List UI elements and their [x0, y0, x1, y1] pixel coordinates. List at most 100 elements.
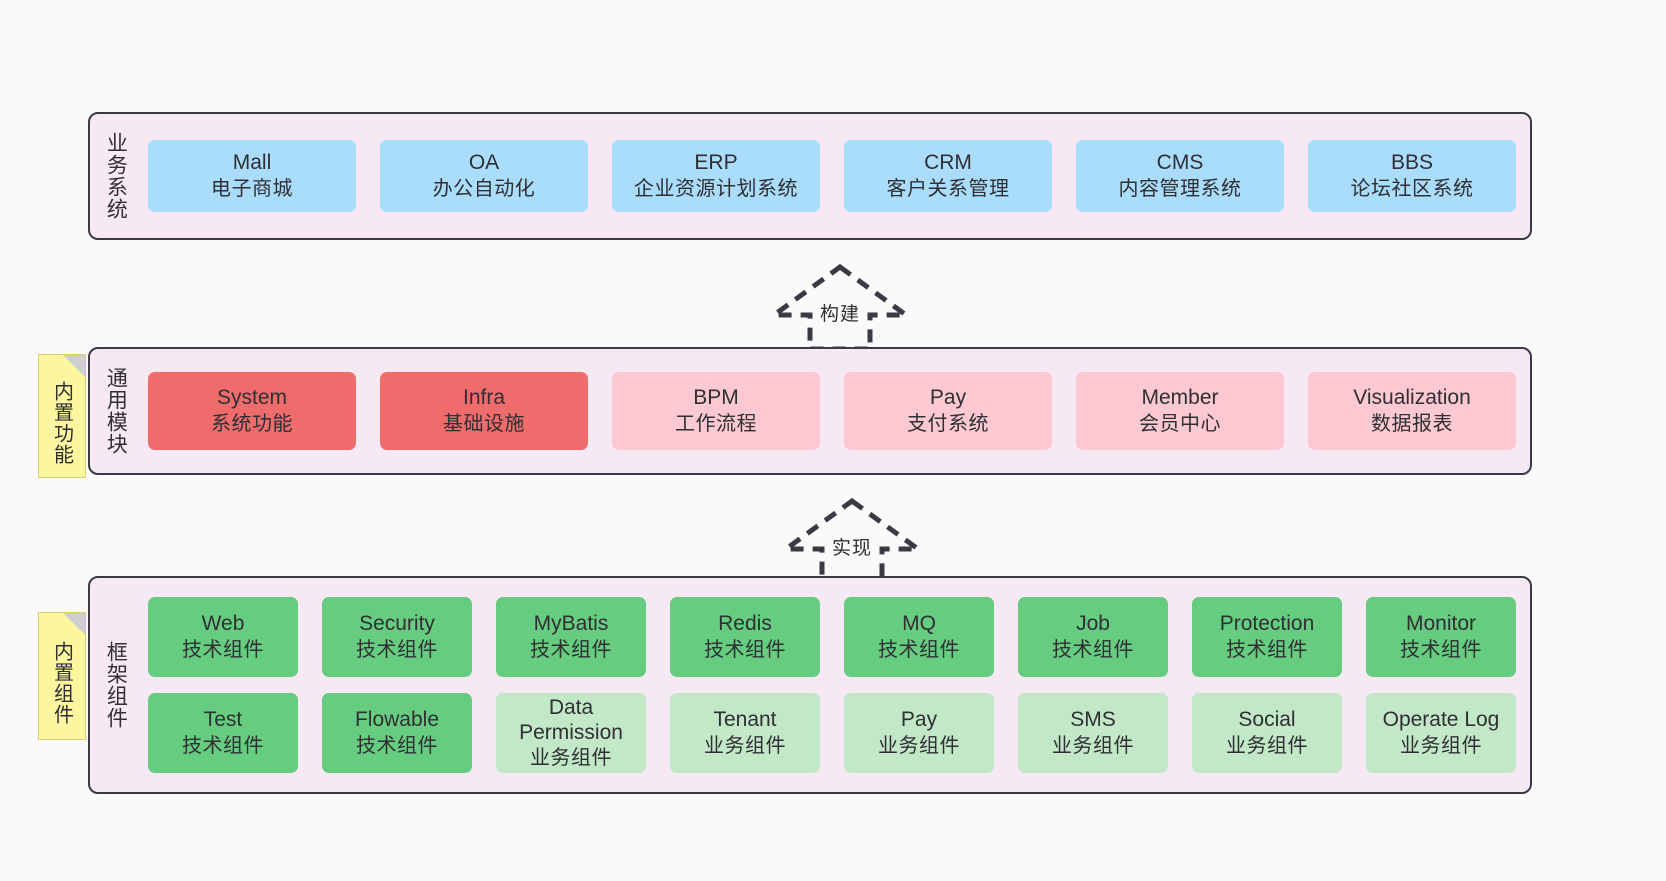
module-box-mq[interactable]: MQ 技术组件: [844, 597, 994, 677]
module-box-flowable[interactable]: Flowable 技术组件: [322, 693, 472, 773]
module-name: OA: [468, 151, 500, 175]
module-subtitle: 技术组件: [878, 638, 960, 661]
module-name: Test: [203, 708, 243, 732]
module-box-social[interactable]: Social 业务组件: [1192, 693, 1342, 773]
module-row: System 系统功能 Infra 基础设施 BPM 工作流程 Pay 支付系统…: [148, 372, 1516, 450]
module-subtitle: 技术组件: [182, 734, 264, 757]
module-name: MyBatis: [533, 612, 609, 636]
module-box-oa[interactable]: OA 办公自动化: [380, 140, 588, 212]
module-box-cms[interactable]: CMS 内容管理系统: [1076, 140, 1284, 212]
note-fold-corner-icon: [63, 613, 85, 635]
module-name: Job: [1076, 612, 1110, 636]
module-box-operate-log[interactable]: Operate Log 业务组件: [1366, 693, 1516, 773]
module-box-mall[interactable]: Mall 电子商城: [148, 140, 356, 212]
module-subtitle: 支付系统: [907, 412, 989, 435]
module-name: Protection: [1219, 612, 1315, 636]
layer-framework-component: 框架组件 Web 技术组件 Security 技术组件 MyBatis 技术组件…: [88, 576, 1532, 794]
module-box-pay[interactable]: Pay 支付系统: [844, 372, 1052, 450]
module-name: Flowable: [354, 708, 440, 732]
module-name: Visualization: [1353, 386, 1471, 410]
module-name: SMS: [1070, 708, 1116, 732]
module-subtitle: 业务组件: [530, 747, 612, 770]
module-subtitle: 客户关系管理: [886, 177, 1010, 200]
module-subtitle: 技术组件: [704, 638, 786, 661]
layer-body-framework-component: Web 技术组件 Security 技术组件 MyBatis 技术组件 Redi…: [140, 578, 1530, 792]
layer-business-system: 业务系统 Mall 电子商城 OA 办公自动化 ERP 企业资源计划系统 CRM…: [88, 112, 1532, 240]
module-box-test[interactable]: Test 技术组件: [148, 693, 298, 773]
module-name: Tenant: [713, 708, 777, 732]
module-name: Operate Log: [1382, 708, 1500, 732]
module-row: Web 技术组件 Security 技术组件 MyBatis 技术组件 Redi…: [148, 597, 1516, 677]
module-box-crm[interactable]: CRM 客户关系管理: [844, 140, 1052, 212]
module-subtitle: 技术组件: [1052, 638, 1134, 661]
module-subtitle: 业务组件: [1226, 734, 1308, 757]
module-subtitle: 电子商城: [211, 177, 293, 200]
module-box-data-permission[interactable]: Data Permission 业务组件: [496, 693, 646, 773]
module-box-infra[interactable]: Infra 基础设施: [380, 372, 588, 450]
module-subtitle: 技术组件: [356, 638, 438, 661]
module-name: BPM: [693, 386, 739, 410]
module-name: Pay: [929, 386, 967, 410]
module-name: BBS: [1390, 151, 1434, 175]
module-box-erp[interactable]: ERP 企业资源计划系统: [612, 140, 820, 212]
module-box-sms[interactable]: SMS 业务组件: [1018, 693, 1168, 773]
module-subtitle: 业务组件: [1052, 734, 1134, 757]
module-subtitle: 基础设施: [443, 412, 525, 435]
note-fold-corner-icon: [63, 355, 85, 377]
module-box-mybatis[interactable]: MyBatis 技术组件: [496, 597, 646, 677]
module-box-pay-business[interactable]: Pay 业务组件: [844, 693, 994, 773]
module-box-protection[interactable]: Protection 技术组件: [1192, 597, 1342, 677]
module-subtitle: 论坛社区系统: [1350, 177, 1474, 200]
module-box-tenant[interactable]: Tenant 业务组件: [670, 693, 820, 773]
module-name: Monitor: [1405, 612, 1477, 636]
relation-arrow-label-implement: 实现: [831, 538, 873, 559]
sticky-note-label: 内置功能: [50, 381, 73, 465]
module-box-web[interactable]: Web 技术组件: [148, 597, 298, 677]
module-subtitle: 企业资源计划系统: [634, 177, 798, 200]
sticky-note-builtin-functions: 内置功能: [38, 354, 86, 478]
module-subtitle: 办公自动化: [432, 177, 536, 200]
module-row: Test 技术组件 Flowable 技术组件 Data Permission …: [148, 693, 1516, 773]
module-box-bbs[interactable]: BBS 论坛社区系统: [1308, 140, 1516, 212]
module-subtitle: 会员中心: [1139, 412, 1221, 435]
module-name: Web: [201, 612, 245, 636]
module-subtitle: 业务组件: [704, 734, 786, 757]
sticky-note-label: 内置组件: [50, 641, 73, 725]
module-subtitle: 技术组件: [1226, 638, 1308, 661]
module-box-job[interactable]: Job 技术组件: [1018, 597, 1168, 677]
module-name: Member: [1141, 386, 1219, 410]
module-name: CMS: [1156, 151, 1204, 175]
module-box-bpm[interactable]: BPM 工作流程: [612, 372, 820, 450]
module-subtitle: 技术组件: [1400, 638, 1482, 661]
module-subtitle: 业务组件: [1400, 734, 1482, 757]
layer-body-business-system: Mall 电子商城 OA 办公自动化 ERP 企业资源计划系统 CRM 客户关系…: [140, 114, 1530, 238]
module-subtitle: 系统功能: [211, 412, 293, 435]
module-subtitle: 数据报表: [1371, 412, 1453, 435]
module-subtitle: 技术组件: [530, 638, 612, 661]
module-subtitle: 技术组件: [356, 734, 438, 757]
module-box-monitor[interactable]: Monitor 技术组件: [1366, 597, 1516, 677]
module-subtitle: 内容管理系统: [1118, 177, 1242, 200]
module-name: System: [216, 386, 287, 410]
module-box-visualization[interactable]: Visualization 数据报表: [1308, 372, 1516, 450]
module-name: Security: [359, 612, 435, 636]
relation-arrow-build: 构建: [760, 261, 920, 353]
module-name: Data Permission: [519, 695, 623, 745]
module-name: Infra: [462, 386, 506, 410]
module-box-security[interactable]: Security 技术组件: [322, 597, 472, 677]
relation-arrow-label-build: 构建: [819, 304, 861, 325]
module-box-member[interactable]: Member 会员中心: [1076, 372, 1284, 450]
module-name: CRM: [924, 151, 972, 175]
layer-title-framework-component: 框架组件: [104, 641, 128, 729]
module-name: ERP: [694, 151, 738, 175]
module-row: Mall 电子商城 OA 办公自动化 ERP 企业资源计划系统 CRM 客户关系…: [148, 140, 1516, 212]
module-subtitle: 技术组件: [182, 638, 264, 661]
module-box-system[interactable]: System 系统功能: [148, 372, 356, 450]
module-subtitle: 工作流程: [675, 412, 757, 435]
module-box-redis[interactable]: Redis 技术组件: [670, 597, 820, 677]
module-subtitle: 业务组件: [878, 734, 960, 757]
sticky-note-builtin-components: 内置组件: [38, 612, 86, 740]
layer-title-business-system: 业务系统: [104, 132, 128, 220]
relation-arrow-implement: 实现: [772, 495, 932, 587]
